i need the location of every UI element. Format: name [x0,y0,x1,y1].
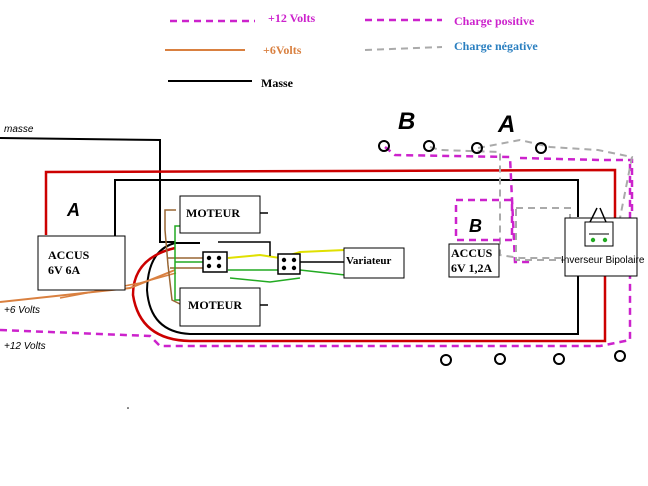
accus-b-label-1: ACCUS [451,246,493,260]
variateur-box [343,247,405,279]
accus-b-box [448,243,500,278]
plus12-wire [0,160,632,348]
terminals-top [378,140,547,154]
label-b-small: B [469,216,482,236]
green-wire-5 [229,277,301,283]
label-a-small: A [67,200,80,220]
inverseur-label: Inverseur Bipolaire [561,255,645,266]
black-wire-top [114,179,579,237]
moteur-bottom-box [179,287,261,327]
inverseur-switch-icon [584,207,614,247]
stray-dot [127,407,129,409]
charge-neg-wire [429,146,565,259]
black-short-wire [218,241,271,256]
red-wire-bottom [131,246,607,343]
variateur-label: Variateur [346,255,392,267]
moteur-top-label: MOTEUR [186,206,240,220]
label-b-big: B [398,108,416,135]
masse-input-label: masse [4,124,34,135]
legend-charge-neg-line [364,46,443,51]
accus-b-grey-box [515,207,571,261]
moteur-bottom-label: MOTEUR [188,298,242,312]
plus6-input-label: +6 Volts [4,305,41,316]
charge-pos-wire-2 [519,156,634,215]
label-a-big: A [498,111,516,138]
terminals-bottom [440,350,626,366]
connector-left [202,251,228,273]
accus-a-label-2: 6V 6A [48,263,81,277]
legend-charge-pos-label: Charge positive [454,14,535,28]
plus12-input-label: +12 Volts [4,341,46,352]
brown-wire-1 [164,209,183,306]
connector-right [277,253,301,275]
masse-wire [0,137,175,243]
plus6-wire [0,269,176,303]
green-wire-1 [174,225,182,301]
accus-a-box [37,235,126,291]
legend-masse-label: Masse [261,76,293,90]
accus-b-label-2: 6V 1,2A [451,261,493,275]
legend-plus6-label: +6Volts [263,43,302,57]
legend-plus12-label: +12 Volts [268,11,316,25]
charge-neg-wire-2 [477,138,634,219]
legend-charge-neg-label: Charge négative [454,39,538,53]
red-wire-top [44,168,617,235]
accus-b-dashed-box [454,198,514,242]
black-wire-bottom [145,242,579,335]
plus6-wire-2 [59,272,177,299]
moteur-top-box [179,195,261,234]
green-wire-4 [299,269,346,276]
accus-a-label-1: ACCUS [48,248,90,262]
